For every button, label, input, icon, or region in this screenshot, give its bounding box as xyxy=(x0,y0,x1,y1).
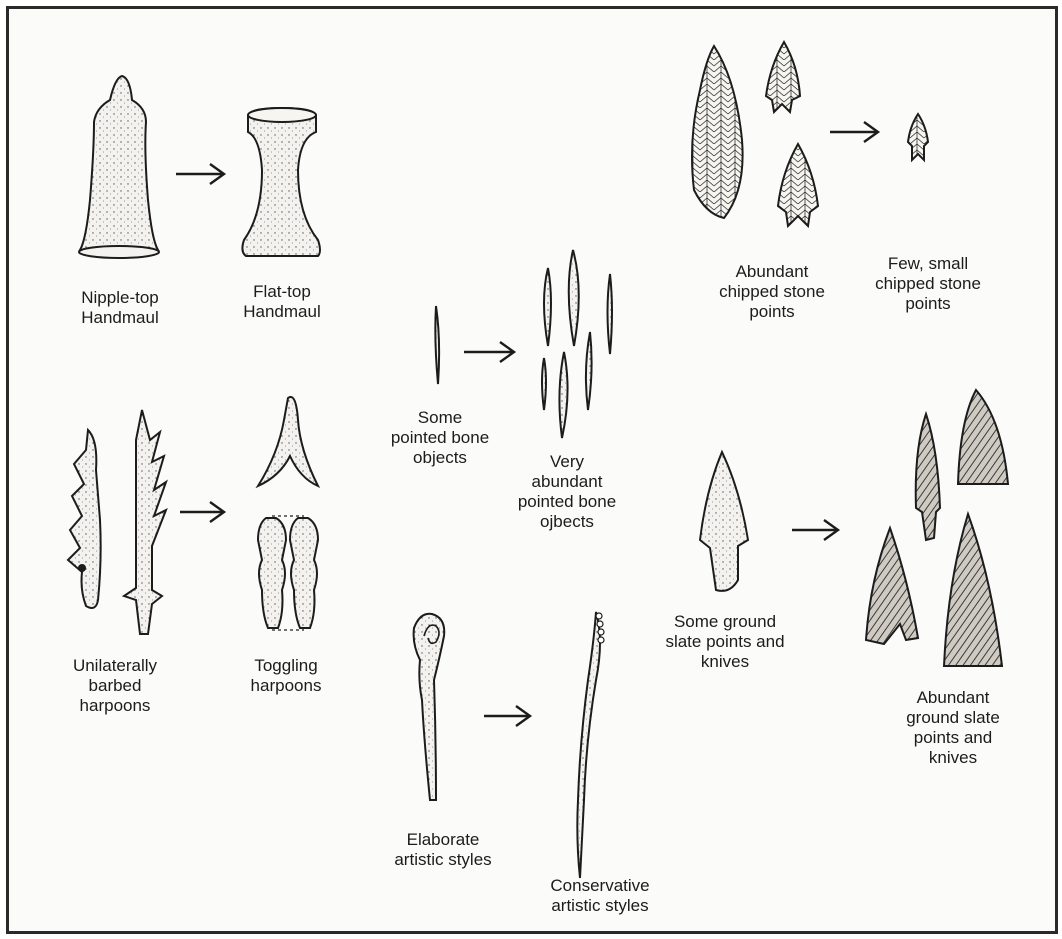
some-ground-slate-point xyxy=(700,452,748,591)
arrow-chipped-stone xyxy=(830,122,878,142)
conservative-artistic-styles-label: Conservative artistic styles xyxy=(550,876,649,916)
abundant-chipped-stone-points xyxy=(692,42,818,226)
elaborate-artistic-styles-label: Elaborate artistic styles xyxy=(394,830,491,870)
arrow-artistic-styles xyxy=(484,706,530,726)
unilaterally-barbed-harpoons-label: Unilaterally barbed harpoons xyxy=(73,656,157,716)
some-pointed-bone-objects-label: Some pointed bone objects xyxy=(391,408,489,468)
abundant-chipped-stone-points-label: Abundant chipped stone points xyxy=(719,262,825,322)
flat-top-handmaul xyxy=(242,108,320,256)
unilaterally-barbed-harpoon-left xyxy=(68,430,101,608)
few-small-chipped-stone-points xyxy=(908,114,928,160)
very-abundant-pointed-bone-objects xyxy=(542,250,612,438)
few-small-chipped-stone-points-label: Few, small chipped stone points xyxy=(875,254,981,314)
arrow-handmaul xyxy=(176,164,224,184)
arrow-bone-objects xyxy=(464,342,514,362)
abundant-ground-slate-points-and-knives xyxy=(866,390,1008,666)
flat-top-handmaul-label: Flat-top Handmaul xyxy=(243,282,321,322)
toggling-harpoons-label: Toggling harpoons xyxy=(251,656,322,696)
unilaterally-barbed-harpoon-right xyxy=(124,410,166,634)
toggling-harpoon-pair xyxy=(258,516,318,630)
abundant-ground-slate-points-and-knives-label: Abundant ground slate points and knives xyxy=(899,688,1008,768)
nipple-top-handmaul-label: Nipple-top Handmaul xyxy=(81,288,159,328)
arrow-ground-slate xyxy=(792,520,838,540)
arrow-harpoon xyxy=(180,502,224,522)
elaborate-artistic-style-pin xyxy=(414,614,445,800)
conservative-artistic-style-pin xyxy=(577,612,604,878)
some-pointed-bone-object xyxy=(435,306,439,384)
toggling-harpoon-head xyxy=(258,397,318,486)
some-ground-slate-points-and-knives-label: Some ground slate points and knives xyxy=(665,612,784,672)
nipple-top-handmaul xyxy=(79,76,159,258)
very-abundant-pointed-bone-objects-label: Very abundant pointed bone ojbects xyxy=(518,452,616,532)
